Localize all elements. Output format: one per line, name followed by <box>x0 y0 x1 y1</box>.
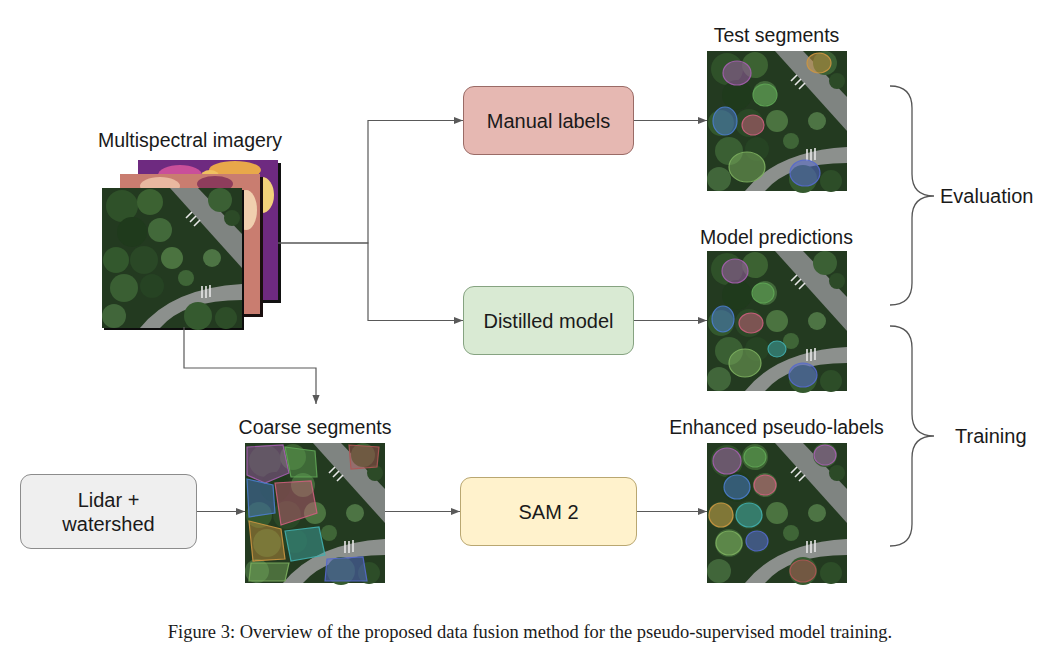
coarse-segments-image <box>245 443 385 585</box>
curly-brace <box>890 86 934 305</box>
curly-brace <box>890 86 934 546</box>
flow-arrow <box>634 320 707 321</box>
box-label: Lidar + watershed <box>53 488 165 536</box>
enhanced-pseudo-labels-image <box>709 445 836 582</box>
test-segments-image <box>723 61 751 85</box>
test-segments-image <box>729 152 765 182</box>
test-segments-image <box>753 84 777 106</box>
enhanced-pseudo-labels-image <box>814 445 836 465</box>
coarse-segments-image <box>245 443 385 585</box>
box-label: Manual labels <box>487 109 610 133</box>
model-predictions-image <box>712 306 734 332</box>
enhanced-pseudo-labels-image <box>713 448 741 474</box>
panel-heading: Multispectral imagery <box>98 128 282 152</box>
coarse-segments-image <box>325 557 367 581</box>
flow-arrow <box>197 511 245 512</box>
coarse-segments-image <box>249 563 289 581</box>
multispectral-layer-rgb <box>102 188 242 330</box>
coarse-segments-image <box>285 527 325 561</box>
enhanced-pseudo-labels-image <box>724 475 750 499</box>
enhanced-pseudo-labels-image <box>736 503 762 527</box>
image-panel: Enhanced pseudo-labels <box>707 415 846 582</box>
test-segments-image <box>707 51 847 193</box>
panel-heading: Enhanced pseudo-labels <box>669 415 884 439</box>
flow-arrow <box>184 327 316 404</box>
coarse-segments-image <box>275 481 317 525</box>
coarse-segments-image <box>247 479 275 517</box>
model-predictions-image <box>707 251 847 393</box>
figure-caption: Figure 3: Overview of the proposed data … <box>0 620 1060 644</box>
enhanced-pseudo-labels-image <box>746 531 768 551</box>
flow-arrow <box>278 243 463 321</box>
flow-arrow <box>634 120 707 121</box>
coarse-segments-image <box>247 445 379 581</box>
box-label: SAM 2 <box>518 500 578 524</box>
test-segments-image <box>713 107 737 135</box>
panel-heading: Coarse segments <box>239 415 392 439</box>
image-stack: Multispectral imagery <box>102 128 278 327</box>
bracket-label: Training <box>955 424 1027 448</box>
enhanced-pseudo-labels-image <box>716 531 742 555</box>
model-predictions-image <box>722 259 748 283</box>
bracket-label: Evaluation <box>940 184 1033 208</box>
flow-arrow <box>385 511 460 512</box>
box-label: Distilled model <box>483 309 613 333</box>
model-predictions-image <box>712 259 817 387</box>
test-segments-image <box>713 53 831 186</box>
flow-arrow <box>637 511 707 512</box>
model-predictions-image <box>739 313 763 333</box>
model-predictions-image <box>752 283 774 303</box>
model-predictions-image <box>729 349 761 377</box>
enhanced-pseudo-labels-image <box>790 560 816 582</box>
enhanced-pseudo-labels-image <box>754 475 776 495</box>
coarse-segments-image <box>285 447 317 477</box>
enhanced-pseudo-labels-image <box>744 447 766 467</box>
enhanced-pseudo-labels-image <box>709 503 733 527</box>
test-segments-image <box>790 160 820 186</box>
curly-brace <box>890 326 934 546</box>
enhanced-pseudo-labels-image <box>707 443 847 585</box>
image-panel: Test segments <box>707 23 846 190</box>
process-box: Lidar + watershed <box>20 474 197 549</box>
model-predictions-image <box>707 251 847 393</box>
image-panel: Model predictions <box>707 225 846 390</box>
panel-heading: Test segments <box>714 23 840 47</box>
multispectral-layer-rgb <box>102 188 244 330</box>
test-segments-image <box>742 115 764 135</box>
test-segments-image <box>807 53 831 73</box>
process-box: SAM 2 <box>460 477 637 546</box>
model-predictions-image <box>768 341 786 357</box>
enhanced-pseudo-labels-image <box>707 443 847 585</box>
image-panel: Coarse segments <box>245 404 385 582</box>
test-segments-image <box>707 51 847 193</box>
model-predictions-image <box>789 363 817 387</box>
process-box: Manual labels <box>463 86 634 155</box>
process-box: Distilled model <box>463 286 634 355</box>
flow-arrow <box>278 121 463 244</box>
panel-heading: Model predictions <box>700 225 853 249</box>
coarse-segments-image <box>249 521 285 561</box>
coarse-segments-image <box>349 445 379 469</box>
coarse-segments-image <box>247 445 289 483</box>
